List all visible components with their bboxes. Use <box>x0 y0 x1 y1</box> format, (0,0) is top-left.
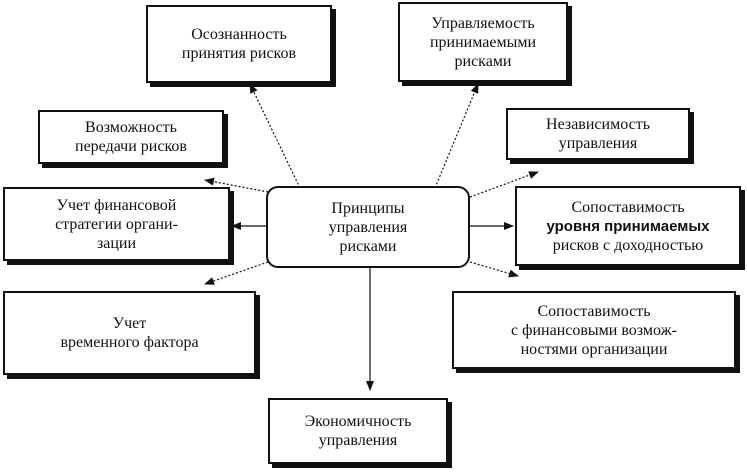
node-time-factor: Учет временного фактора <box>3 291 256 375</box>
edge-to-controllability <box>434 83 479 189</box>
node-time-factor-text: Учет временного фактора <box>60 315 199 351</box>
node-comparability-return: Сопоставимость уровня принимаемых рисков… <box>515 186 741 266</box>
node-comparability-return-text: Сопоставимость уровня принимаемых рисков… <box>546 198 710 254</box>
edge-to-awareness <box>249 83 301 189</box>
edge-to-comparability-finance <box>469 261 519 278</box>
node-economy-text: Экономичность управления <box>304 413 412 449</box>
node-controllability-text: Управляемость принимаемыми рисками <box>429 14 537 70</box>
node-independence-text: Независимость управления <box>546 116 650 152</box>
node-economy: Экономичность управления <box>268 398 448 464</box>
node-comparability-finance: Сопоставимость с финансовыми возмож- нос… <box>452 291 736 369</box>
node-controllability: Управляемость принимаемыми рисками <box>398 2 568 82</box>
node-strategy: Учет финансовой стратегии органи- зации <box>3 187 230 261</box>
node-independence: Независимость управления <box>506 108 690 160</box>
edge-to-transfer <box>204 177 269 193</box>
node-center-text: Принципы управления рисками <box>328 199 408 255</box>
node-awareness: Осознанность принятия рисков <box>146 5 332 83</box>
node-awareness-text: Осознанность принятия рисков <box>181 26 297 62</box>
node-comparability-finance-text: Сопоставимость с финансовыми возмож- нос… <box>511 302 677 358</box>
edge-to-independence <box>469 171 539 198</box>
node-transfer: Возможность передачи рисков <box>38 110 224 164</box>
node-transfer-text: Возможность передачи рисков <box>75 119 187 155</box>
node-strategy-text: Учет финансовой стратегии органи- зации <box>55 196 178 252</box>
edge-to-time-factor <box>204 261 269 285</box>
node-center: Принципы управления рисками <box>266 186 470 268</box>
